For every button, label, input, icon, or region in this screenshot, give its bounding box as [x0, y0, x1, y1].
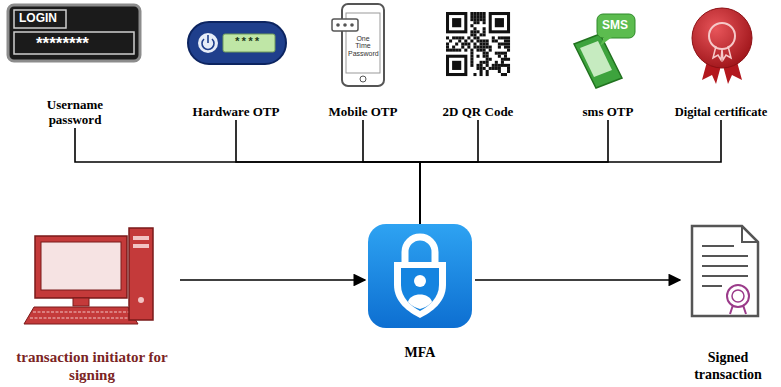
- screen-text: One Time Password: [348, 35, 378, 57]
- connector: [475, 279, 680, 281]
- signed-document-icon: [692, 226, 758, 316]
- factor-icon: Digital certificate: [664, 0, 778, 120]
- connector: [420, 120, 608, 224]
- hardware-token-icon: [188, 22, 286, 64]
- node-caption: Digital certificate: [675, 105, 768, 120]
- factor-icon: 2D QR Code: [424, 0, 532, 120]
- connector: [75, 128, 420, 224]
- endpoint-icon: transaction initiator for signing: [4, 226, 180, 384]
- node-caption: sms OTP: [583, 104, 634, 120]
- node-caption: Username password: [33, 97, 117, 128]
- endpoint-icon: Signed transaction: [680, 224, 776, 384]
- token-display: ****: [234, 37, 260, 49]
- connector: [363, 120, 420, 224]
- node-caption: 2D QR Code: [443, 104, 514, 120]
- mobile-phone-icon: [332, 4, 384, 86]
- factor-icon: Mobile OTP: [308, 0, 418, 120]
- node-caption: Mobile OTP: [329, 104, 398, 120]
- mfa-app-icon: [368, 224, 472, 328]
- node-caption: transaction initiator for signing: [6, 348, 178, 384]
- sms-phone-icon: [574, 14, 635, 88]
- computer-icon: [24, 228, 153, 324]
- node-caption: MFA: [405, 345, 436, 362]
- node-caption: Hardware OTP: [193, 104, 280, 120]
- bubble-text: SMS: [602, 19, 628, 32]
- node-caption: Signed transaction: [682, 350, 774, 384]
- password-mask: ********: [36, 35, 89, 53]
- connector: [236, 120, 420, 224]
- screen-text: LOGIN: [19, 12, 57, 25]
- connector: [420, 120, 478, 224]
- connector: [420, 120, 721, 224]
- qr-code-icon: [442, 8, 514, 80]
- factor-icon: Hardware OTP: [175, 0, 297, 120]
- login-icon: [8, 5, 140, 61]
- connector: [180, 279, 365, 281]
- mfa-node: MFA: [365, 224, 475, 362]
- factor-icon: sms OTP: [556, 0, 660, 120]
- certificate-seal-icon: [692, 8, 752, 84]
